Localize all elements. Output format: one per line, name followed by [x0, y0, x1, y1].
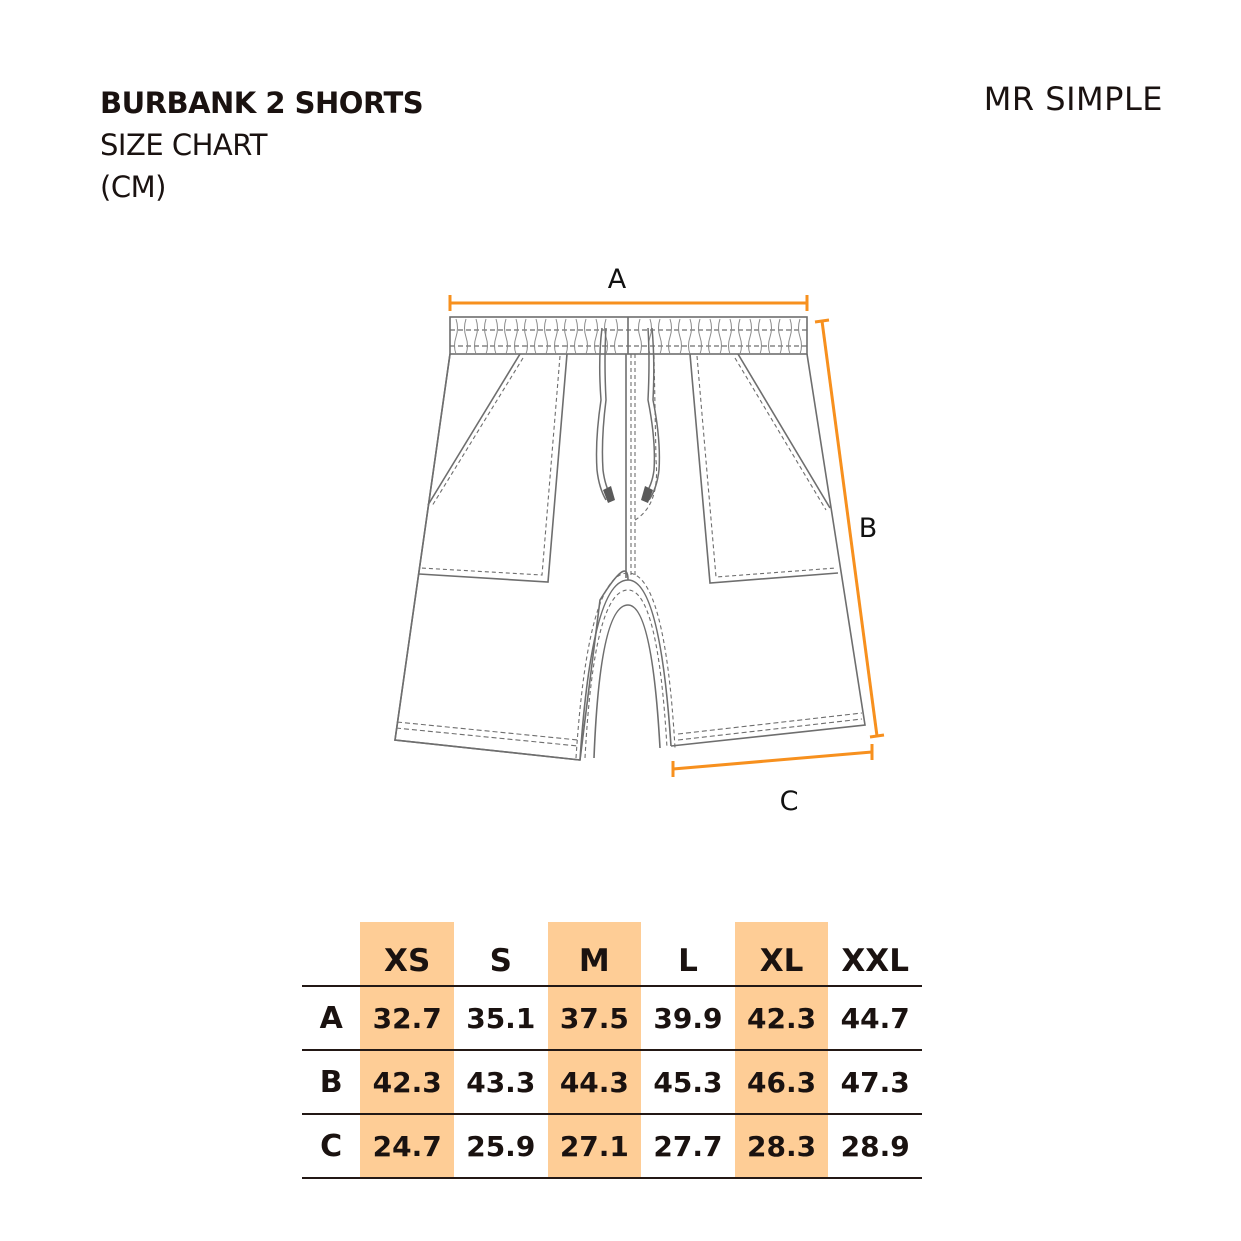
product-name: BURBANK 2 SHORTS [100, 86, 424, 120]
shorts-diagram: A B C [394, 264, 885, 817]
table-cell: 44.7 [828, 985, 922, 1050]
size-header-row: XS S M L XL XXL [302, 922, 922, 986]
chart-label: SIZE CHART [100, 128, 268, 162]
table-cell: 28.9 [828, 1113, 922, 1179]
table-cell: 42.3 [734, 985, 829, 1050]
table-cell: 45.3 [641, 1049, 735, 1114]
row-label-c: C [302, 1113, 361, 1179]
title-block: BURBANK 2 SHORTS SIZE CHART (CM) [100, 82, 424, 208]
row-label-a: A [302, 985, 361, 1050]
table-cell: 39.9 [641, 985, 735, 1050]
table-row: C 24.7 25.9 27.1 27.7 28.3 28.9 [302, 1113, 922, 1179]
dimension-label-c: C [780, 786, 799, 817]
size-header-xs: XS [360, 922, 454, 986]
table-cell: 42.3 [360, 1049, 454, 1114]
drawstring-tips [603, 486, 653, 503]
size-header-s: S [489, 943, 512, 979]
size-table: XS S M L XL XXL A 32.7 35.1 37.5 39.9 42… [302, 922, 922, 1179]
table-row: B 42.3 43.3 44.3 45.3 46.3 47.3 [302, 1049, 922, 1114]
dimension-label-a: A [608, 264, 627, 295]
dimension-label-b: B [859, 513, 878, 544]
table-cell: 32.7 [360, 985, 454, 1050]
table-cell: 35.1 [453, 985, 548, 1050]
table-cell: 27.7 [641, 1113, 735, 1179]
size-header-m: M [547, 922, 642, 986]
measure-b-line [814, 318, 885, 739]
size-header-l: L [678, 943, 698, 979]
brand-logo: MR SIMPLE [983, 80, 1163, 118]
table-cell: 37.5 [547, 985, 642, 1050]
table-cell: 24.7 [360, 1113, 454, 1179]
table-cell: 46.3 [734, 1049, 829, 1114]
table-cell: 28.3 [734, 1113, 829, 1179]
table-cell: 25.9 [453, 1113, 548, 1179]
size-header-xl: XL [734, 922, 829, 986]
table-cell: 47.3 [828, 1049, 922, 1114]
table-row: A 32.7 35.1 37.5 39.9 42.3 44.7 [302, 985, 922, 1050]
row-label-b: B [302, 1049, 361, 1114]
corner-cell [302, 922, 360, 986]
unit-label: (CM) [100, 170, 166, 204]
table-cell: 44.3 [547, 1049, 642, 1114]
measure-a-line [448, 295, 809, 311]
table-cell: 43.3 [453, 1049, 548, 1114]
measure-c-line [671, 744, 874, 777]
shorts-outline [394, 316, 866, 761]
size-header-xxl: XXL [841, 943, 909, 979]
table-cell: 27.1 [547, 1113, 642, 1179]
